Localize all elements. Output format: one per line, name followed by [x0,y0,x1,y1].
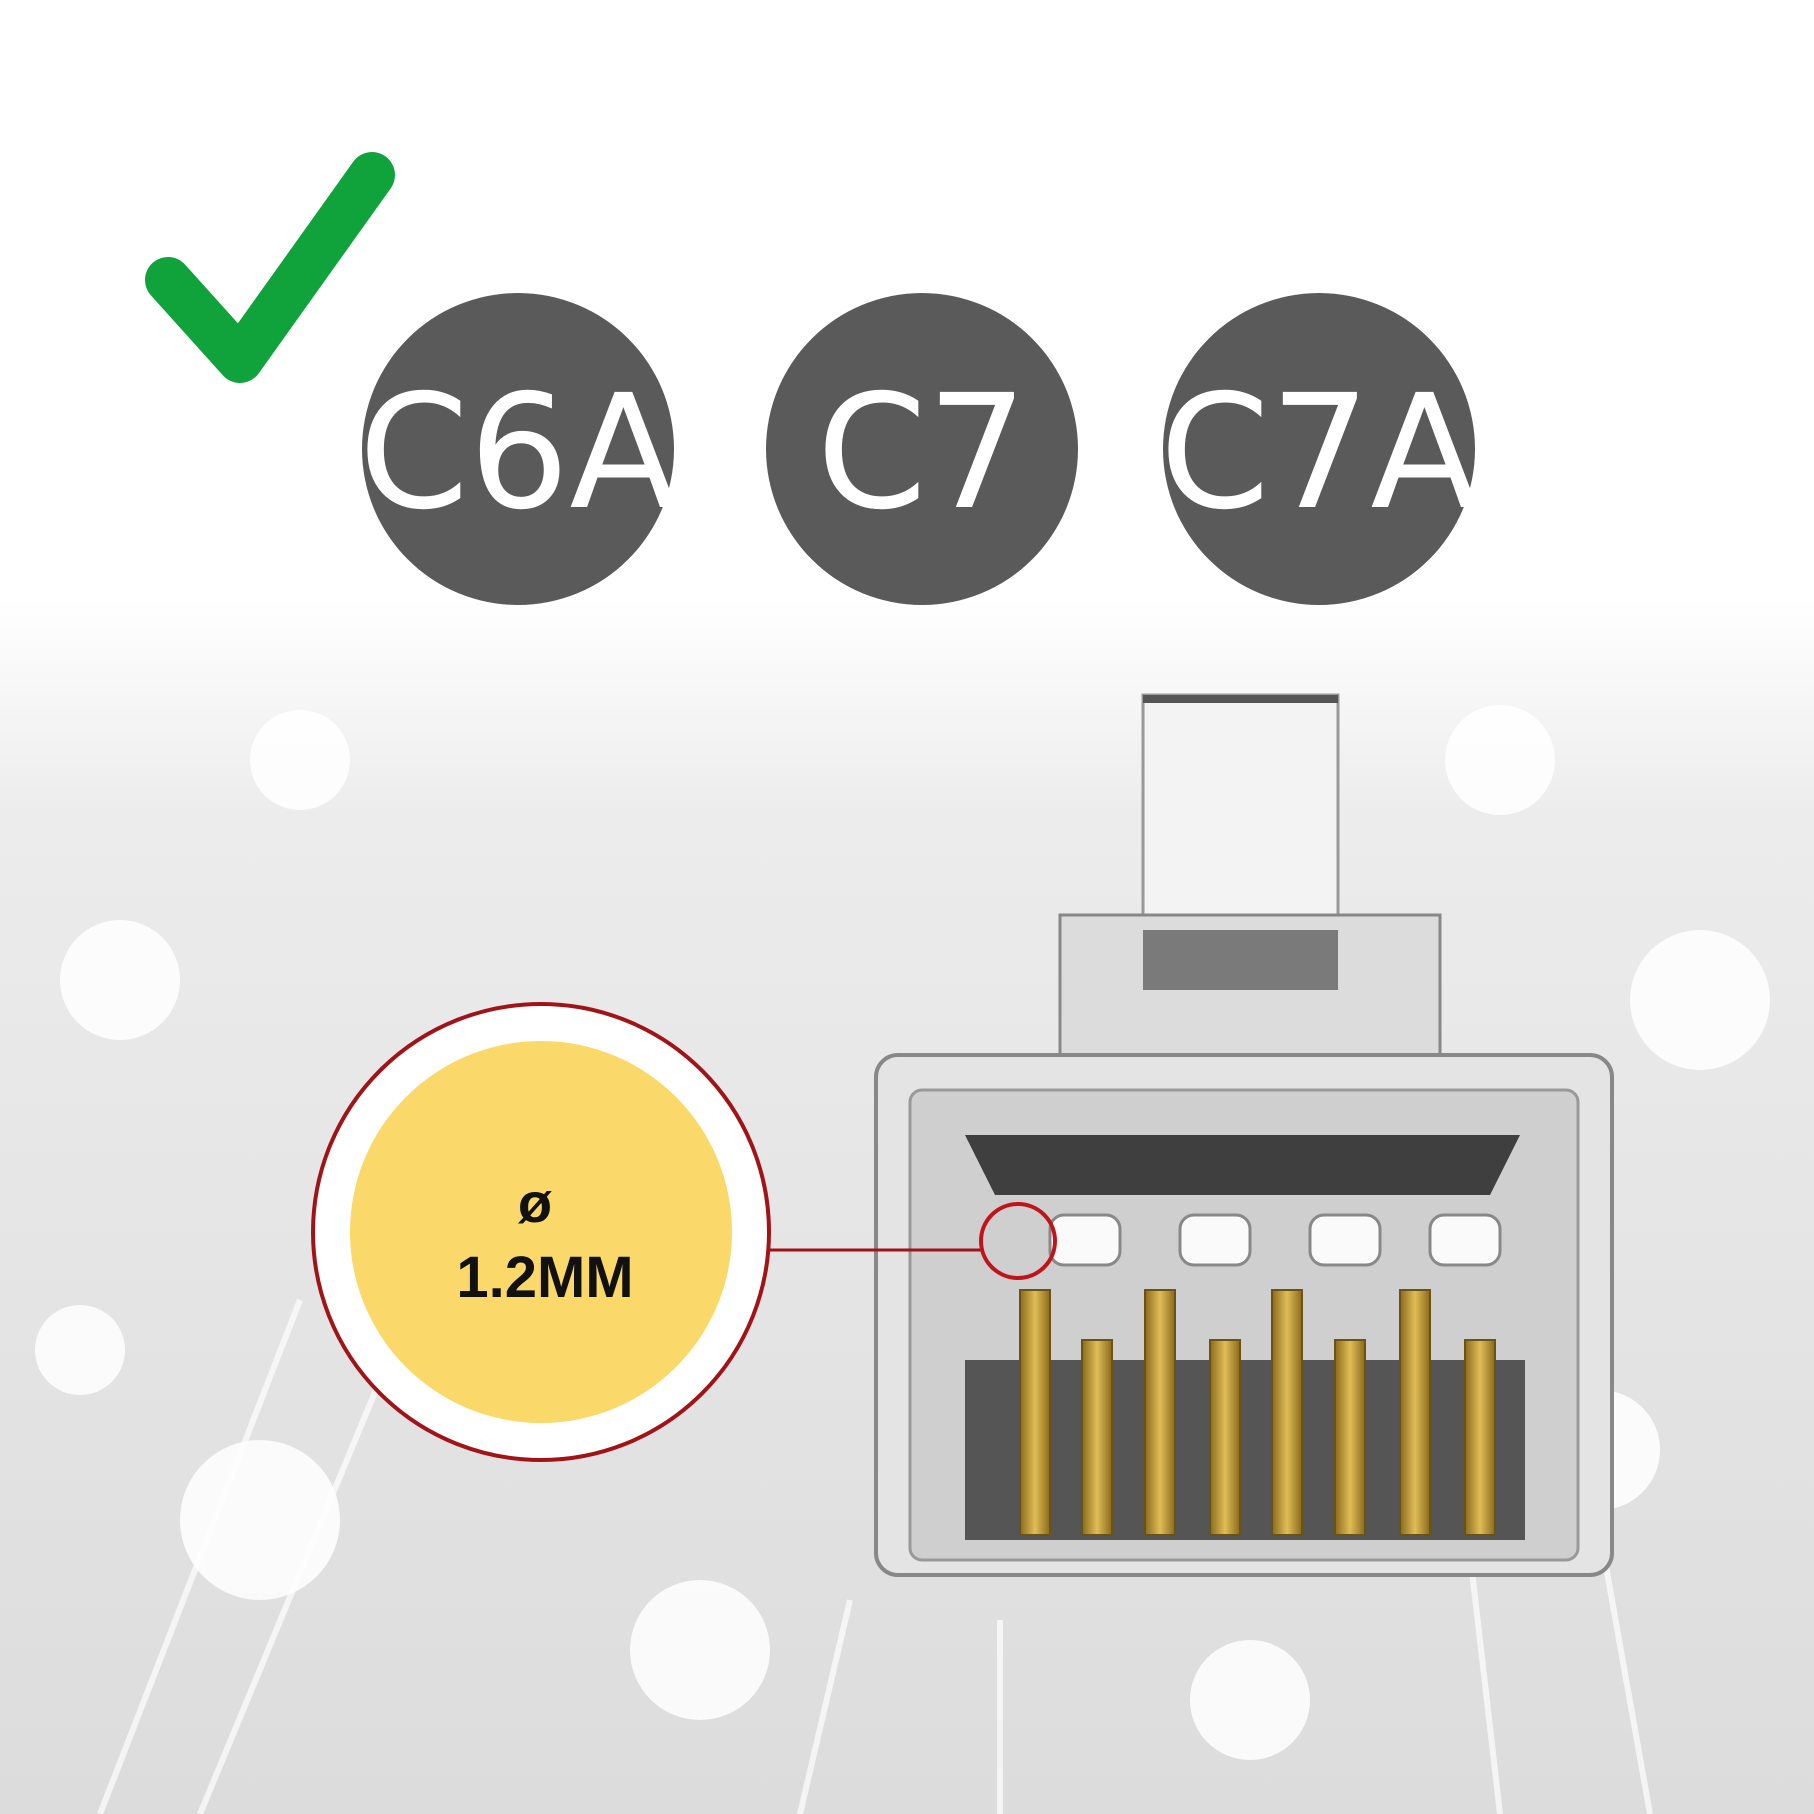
badge-c7: C7 [766,293,1078,605]
badge-c6a: C6A [359,293,678,605]
diameter-callout: ø 1.2MM [311,1002,1057,1462]
diameter-value: 1.2MM [456,1245,633,1310]
check-icon [145,152,395,383]
badge-label: C7A [1160,361,1479,545]
badge-label: C6A [359,361,678,545]
badge-c7a: C7A [1160,293,1479,605]
diameter-symbol: ø [518,1171,552,1234]
highlight-ring [979,1202,1057,1280]
badge-label: C7 [817,361,1028,545]
rj45-connector [874,693,1614,1577]
